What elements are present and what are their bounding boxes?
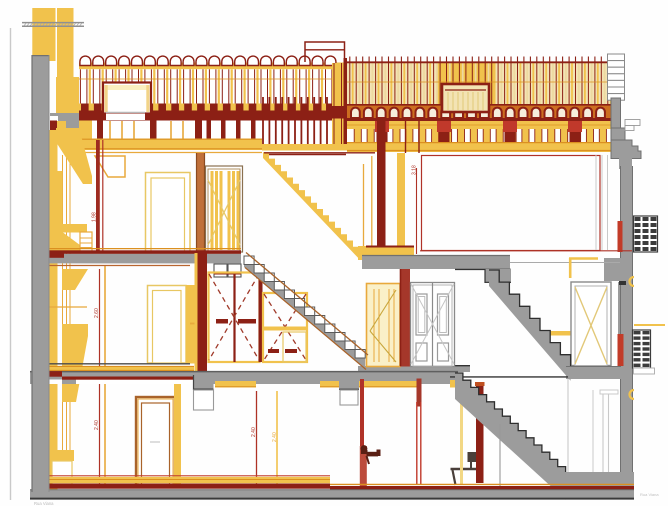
svg-text:2.40: 2.40 xyxy=(251,427,257,437)
svg-text:Rua Viana: Rua Viana xyxy=(640,492,659,497)
svg-text:3.18: 3.18 xyxy=(412,165,418,175)
svg-text:2.40: 2.40 xyxy=(94,420,100,430)
svg-text:1.98: 1.98 xyxy=(92,212,98,222)
svg-text:2.60: 2.60 xyxy=(94,308,100,318)
svg-text:Rua Viana: Rua Viana xyxy=(34,501,54,506)
svg-text:2.40: 2.40 xyxy=(272,432,278,442)
